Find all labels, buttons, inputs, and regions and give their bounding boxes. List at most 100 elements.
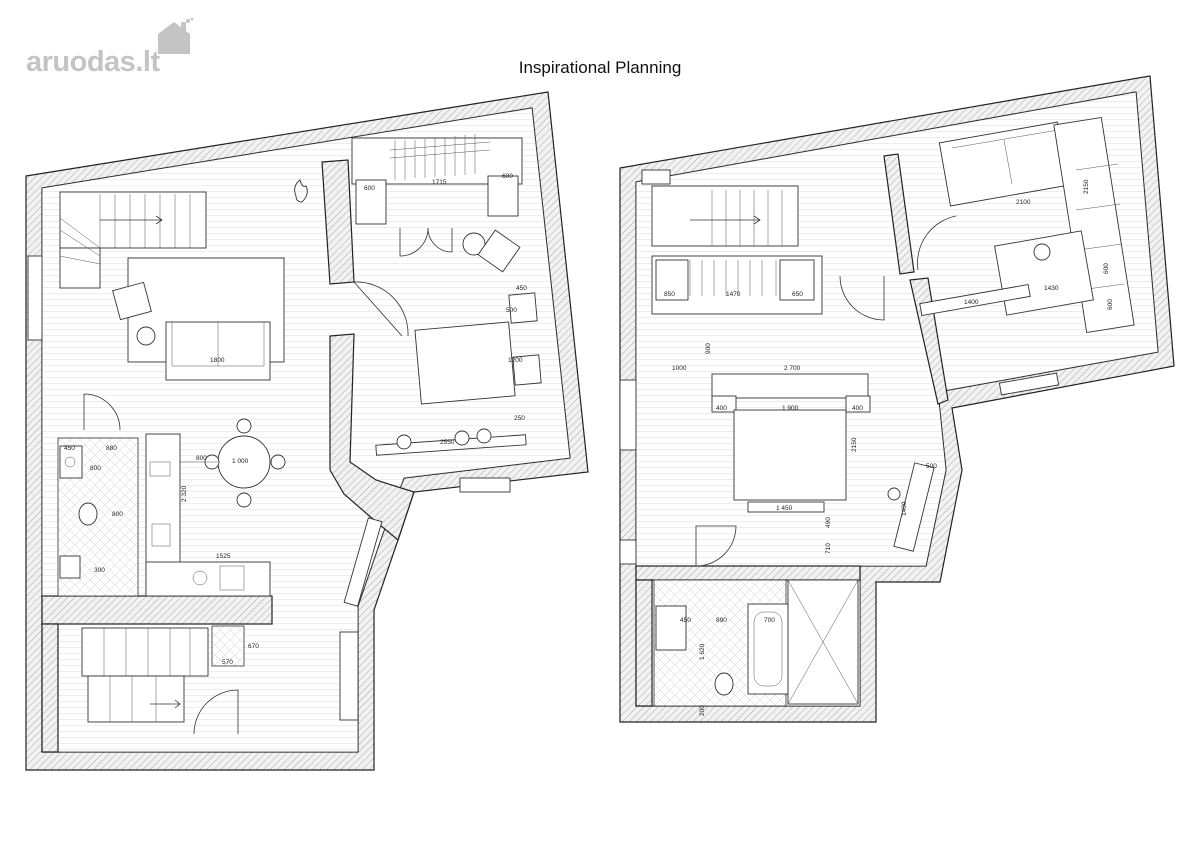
dim-study-1430: 1430 xyxy=(1044,285,1059,292)
dim-nightstand: 450 xyxy=(516,285,527,292)
dim-rbath-200: 200 xyxy=(699,705,706,716)
dim-study-2100: 2100 xyxy=(1016,199,1031,206)
dim-bed-1450: 1 450 xyxy=(776,505,793,512)
aruodas-logo[interactable]: aruodas.lt xyxy=(26,18,194,79)
dim-bed-a: 500 xyxy=(506,307,517,314)
dim-bed-2150: 2150 xyxy=(851,437,858,452)
dim-storage-570: 570 xyxy=(222,659,233,666)
dim-study-2150: 2150 xyxy=(1083,179,1090,194)
dim-closet-850: 850 xyxy=(664,291,675,298)
page-title: Inspirational Planning xyxy=(518,58,682,77)
dim-bath-880: 880 xyxy=(106,445,117,452)
bedroom-armchair xyxy=(477,229,521,273)
left-partition-storage xyxy=(41,595,273,625)
right-nightstand-right xyxy=(845,395,871,413)
kitchen-counter-horizontal xyxy=(145,561,271,597)
bedroom-wardrobe-door-b[interactable] xyxy=(427,227,453,253)
left-window-right xyxy=(459,477,511,493)
bedroom-nightstand-top xyxy=(508,292,538,324)
dim-sofa: 1800 xyxy=(210,357,225,364)
dim-bed-400a: 400 xyxy=(716,405,727,412)
logo-text: aruodas xyxy=(26,46,136,78)
left-floor-plan: 600 1715 600 450 500 1200 250 2550 xyxy=(25,91,589,771)
dim-rbath-1620: 1 620 xyxy=(699,643,706,660)
dim-desk-1400: 1400 xyxy=(901,501,908,516)
study-shelf xyxy=(919,284,1031,316)
right-bath-door[interactable] xyxy=(695,525,737,567)
study-wardrobe xyxy=(1053,117,1135,333)
living-armchair xyxy=(112,281,152,321)
bedroom-wardrobe-door[interactable] xyxy=(399,227,429,257)
lower-storage-door[interactable] xyxy=(193,689,239,735)
right-bench xyxy=(747,501,825,513)
dim-kitchen-run: 2 320 xyxy=(181,485,188,502)
bedroom-side-table xyxy=(462,232,486,256)
dim-wardrobe-left: 600 xyxy=(364,185,375,192)
left-partition-bedroom-lower xyxy=(329,333,415,542)
dim-bath-800a: 800 xyxy=(90,465,101,472)
right-toilet xyxy=(714,672,734,696)
storage-niche xyxy=(211,625,245,667)
dim-run-2700: 2 700 xyxy=(784,365,801,372)
dim-counter: 1525 xyxy=(216,553,231,560)
house-icon xyxy=(158,18,194,54)
dim-bath-800b: 800 xyxy=(112,511,123,518)
dim-bath-450: 450 xyxy=(64,445,75,452)
dim-rbath-890: 890 xyxy=(716,617,727,624)
dim-closet-1470: 1470 xyxy=(726,291,741,298)
staircase-landing xyxy=(59,247,101,289)
dim-rbath-700: 700 xyxy=(764,617,775,624)
bathroom-door[interactable] xyxy=(83,393,121,431)
bedroom-nightstand-bottom xyxy=(512,354,542,386)
right-partition-study-lower xyxy=(909,277,949,405)
dim-bed-c: 250 xyxy=(514,415,525,422)
dim-wardrobe-mid: 1715 xyxy=(432,179,447,186)
right-desk xyxy=(893,462,935,552)
dim-run-1000: 1000 xyxy=(672,365,687,372)
left-window-bottom xyxy=(339,631,359,721)
dim-bed-400b: 400 xyxy=(852,405,863,412)
dim-desk-500: 500 xyxy=(926,463,937,470)
right-partition-bath-b xyxy=(635,579,653,707)
dim-rbath-450: 450 xyxy=(680,617,691,624)
right-headboard xyxy=(711,373,869,399)
right-bed xyxy=(733,409,847,501)
dim-closet-900: 900 xyxy=(705,343,712,354)
left-toilet xyxy=(78,502,98,526)
dim-wardrobe-right: 600 xyxy=(502,173,513,180)
right-window-north xyxy=(641,169,671,185)
living-side-table xyxy=(136,326,156,346)
dim-bath-300: 300 xyxy=(94,567,105,574)
dim-bed-b: 1200 xyxy=(508,357,523,364)
dim-bedroom-width: 2550 xyxy=(440,439,455,446)
right-staircase xyxy=(651,185,799,247)
right-bath-vanity xyxy=(655,605,687,651)
right-window-west-b xyxy=(619,539,637,565)
dim-bed-710: 710 xyxy=(825,543,832,554)
dim-table: 1 000 xyxy=(232,458,249,465)
dim-storage-670: 670 xyxy=(248,643,259,650)
right-study-door[interactable] xyxy=(839,275,885,321)
bedroom-bed xyxy=(414,321,516,405)
dim-bed-490: 490 xyxy=(825,517,832,528)
wardrobe-left xyxy=(355,179,387,225)
dim-study-1400: 1400 xyxy=(964,299,979,306)
left-window-west xyxy=(27,255,43,341)
right-window-south xyxy=(998,372,1060,396)
left-partition-storage-b xyxy=(41,623,59,753)
lower-staircase-b xyxy=(87,675,185,723)
dim-table-offset: 800 xyxy=(196,455,207,462)
study-door[interactable] xyxy=(917,215,957,271)
living-bedroom-door[interactable] xyxy=(353,281,409,337)
wardrobe-right xyxy=(487,175,519,217)
right-partition-study xyxy=(883,153,915,275)
dim-study-600a: 600 xyxy=(1103,263,1110,274)
dim-closet-650: 650 xyxy=(792,291,803,298)
left-window-slanted xyxy=(343,517,383,607)
study-desk xyxy=(994,230,1094,316)
right-nightstand-left xyxy=(711,395,737,413)
lower-staircase-a xyxy=(81,627,209,677)
right-partition-bath xyxy=(635,565,861,581)
fireplace-icon xyxy=(294,179,308,203)
